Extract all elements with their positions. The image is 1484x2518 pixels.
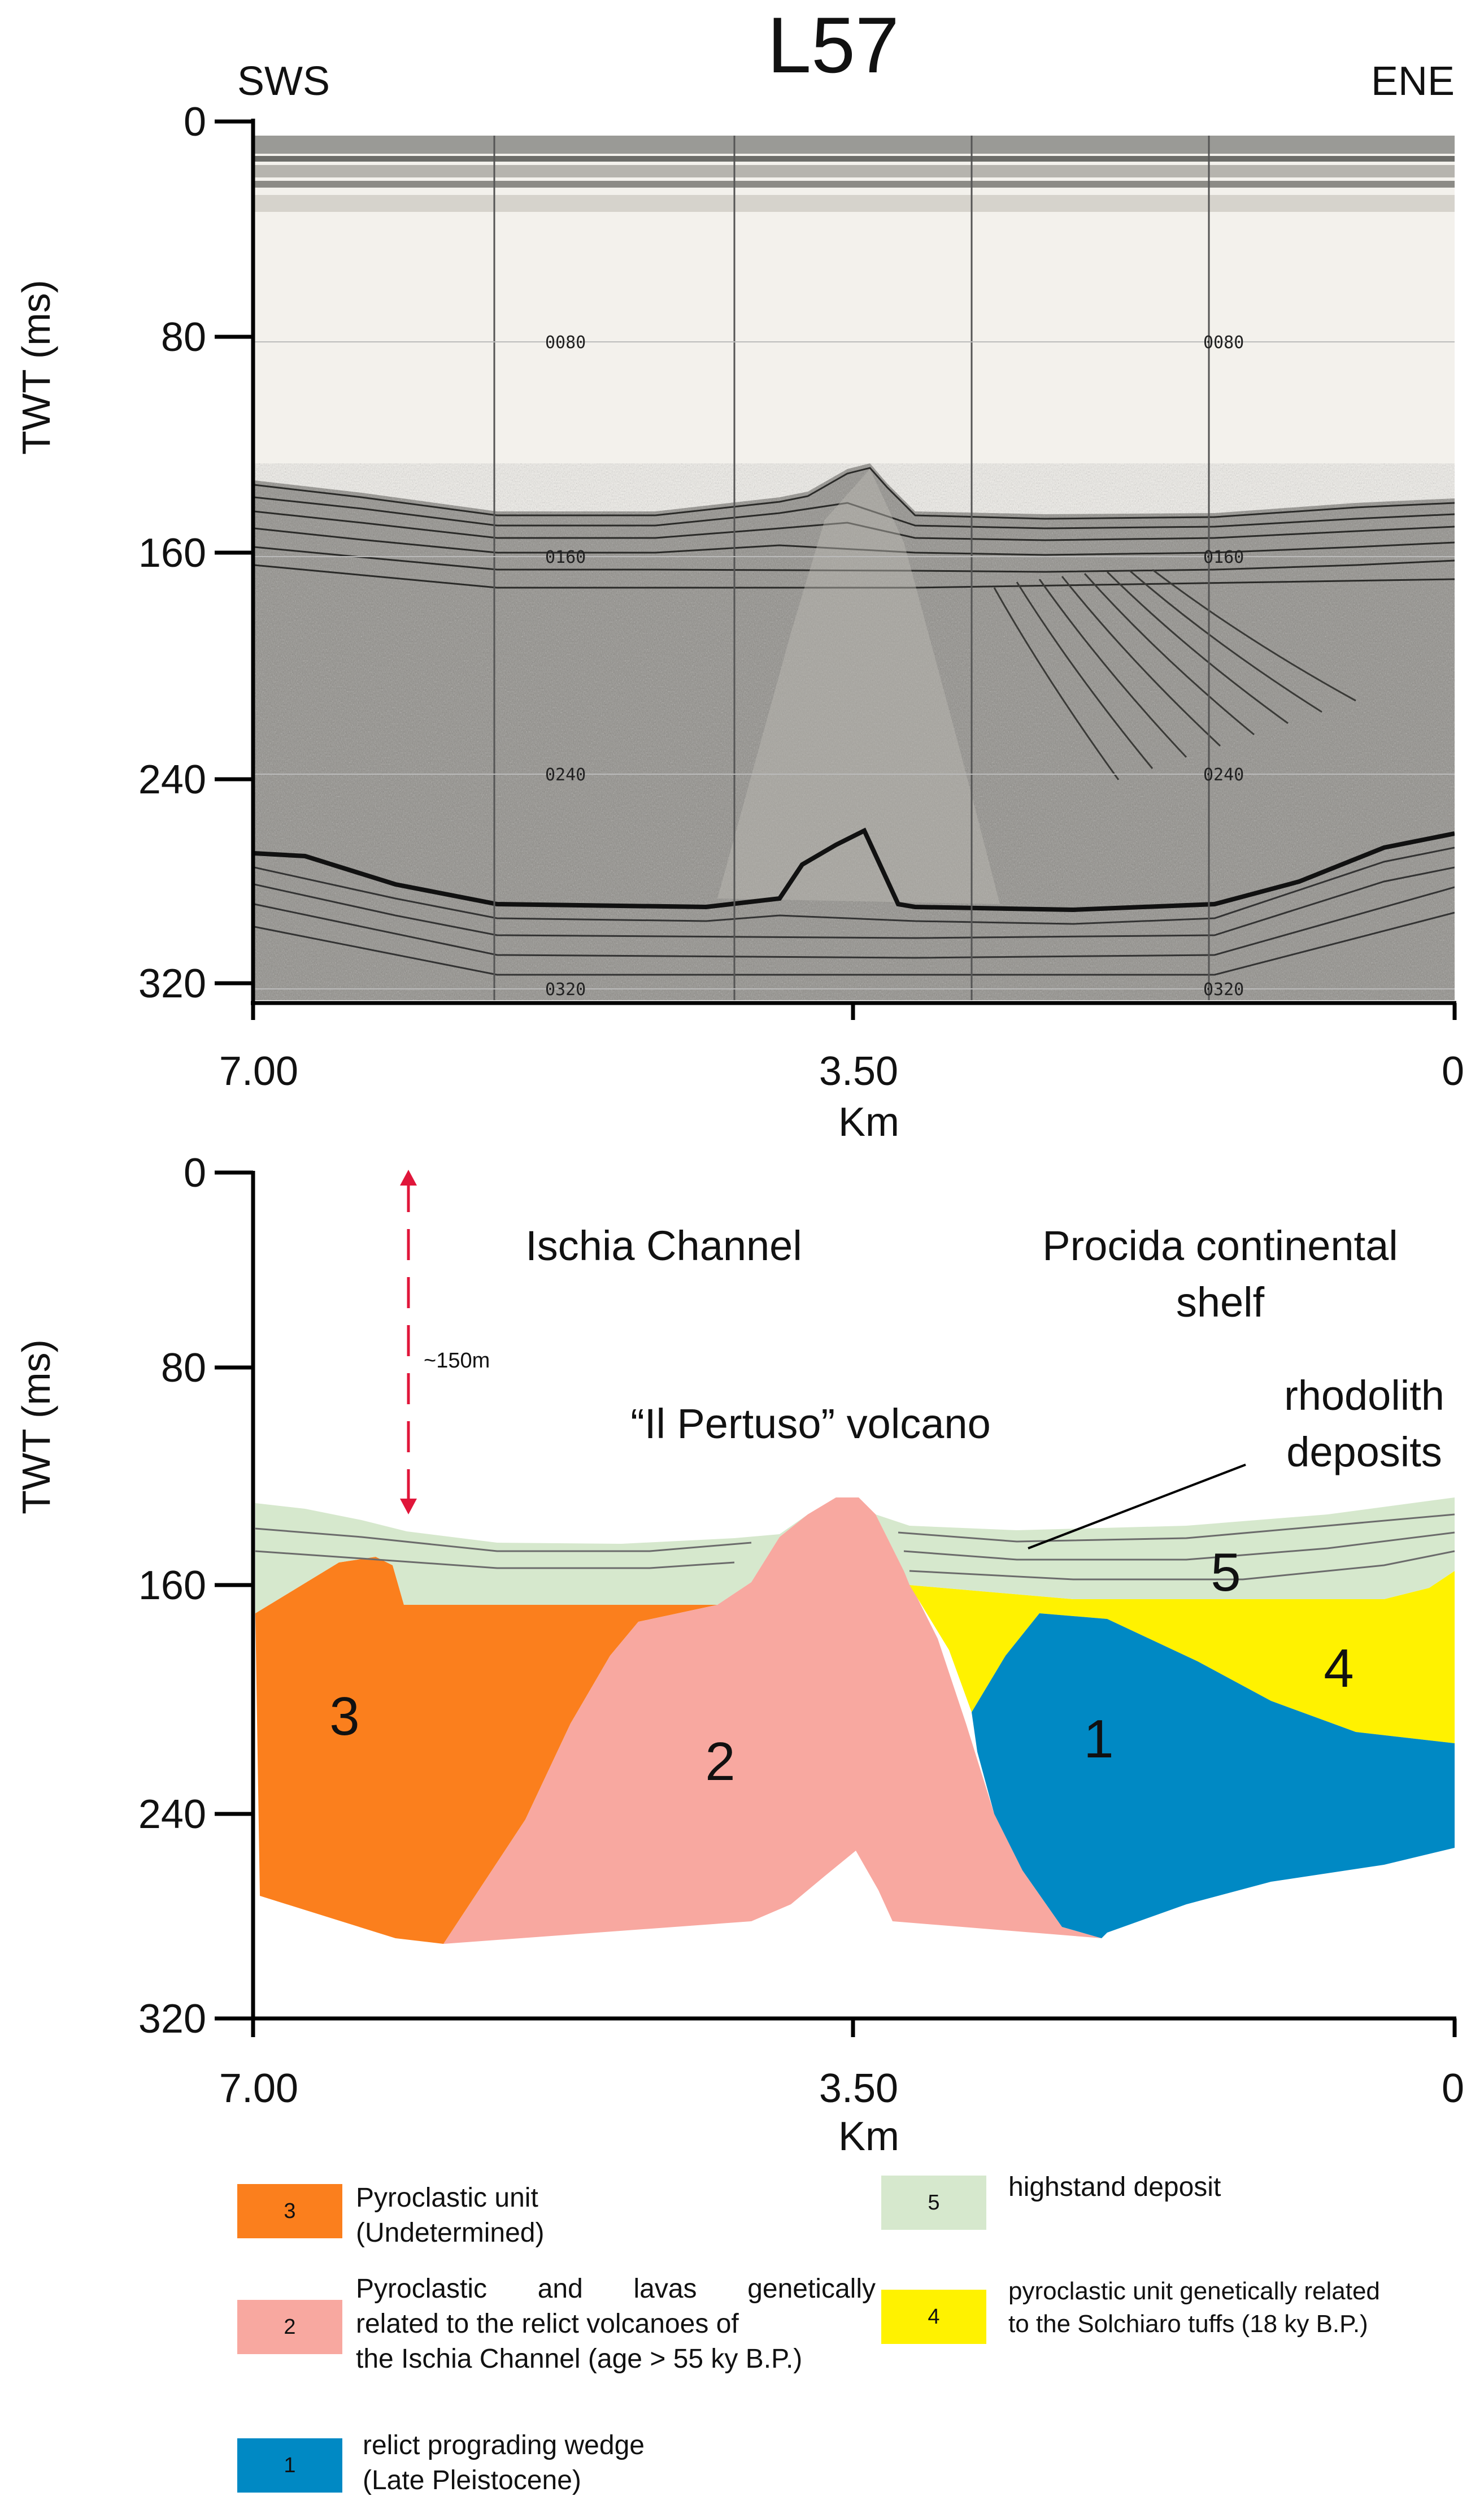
x-axis-label: Km	[838, 1100, 899, 1145]
seismic-annotation: 0240	[1203, 765, 1244, 785]
unit-number-label: 5	[1211, 1542, 1241, 1603]
legend-text: Pyroclastic and lavas genetically relate…	[356, 2272, 876, 2377]
legend-swatch: 2	[237, 2300, 342, 2354]
seismic-image: 0080 0080 0160 0160 0240 0240 0320 0320	[254, 136, 1455, 1000]
procida-shelf-label: Procida continental	[1042, 1222, 1398, 1269]
unit-number-label: 4	[1324, 1638, 1354, 1699]
seismic-annotation: 0320	[545, 980, 586, 1000]
y-axis-label: TWT (ms)	[14, 1339, 58, 1514]
rhodolith-label: deposits	[1286, 1429, 1442, 1475]
unit-1-region	[972, 1613, 1455, 1938]
seismic-annotation: 0080	[1203, 333, 1244, 353]
unit-2-region	[443, 1497, 1102, 1944]
legend-text: pyroclastic unit genetically related to …	[1008, 2275, 1483, 2341]
y-tick-label: 80	[161, 1345, 206, 1391]
legend-swatch-number: 1	[284, 2453, 296, 2477]
legend-text-line: related to the relict volcanoes of	[356, 2309, 739, 2339]
legend-text-line: (Undetermined)	[356, 2218, 545, 2248]
legend-text-line: highstand deposit	[1008, 2172, 1221, 2202]
seismic-annotation: 0240	[545, 765, 586, 785]
unit-number-label: 1	[1083, 1709, 1113, 1769]
seismic-basement-reflector	[254, 827, 1455, 913]
unit-5-region	[255, 1497, 1455, 1613]
legend-text-line: to the Solchiaro tuffs (18 ky B.P.)	[1008, 2310, 1368, 2338]
legend-text-line: the Ischia Channel (age > 55 ky B.P.)	[356, 2344, 803, 2374]
y-tick-label: 0	[184, 1151, 206, 1196]
legend-swatch: 3	[237, 2184, 342, 2238]
y-tick-label: 320	[138, 961, 206, 1006]
legend-text-line: relict prograding wedge	[363, 2430, 645, 2460]
legend-swatch-number: 2	[284, 2315, 296, 2339]
y-tick-label: 240	[138, 1792, 206, 1837]
legend-swatch: 5	[881, 2176, 986, 2230]
seismic-annotation: 0160	[545, 548, 586, 567]
legend-text: relict prograding wedge (Late Pleistocen…	[363, 2428, 871, 2498]
direction-right-label: ENE	[1371, 59, 1455, 104]
x-tick-label: 3.50	[819, 2066, 898, 2111]
unit-number-label: 3	[329, 1686, 359, 1747]
legend-text-line: Pyroclastic unit	[356, 2183, 538, 2213]
y-tick-label: 160	[138, 531, 206, 576]
profile-title: L57	[767, 1, 899, 89]
procida-shelf-label: shelf	[1176, 1279, 1265, 1326]
legend-swatch-number: 4	[928, 2304, 940, 2329]
x-tick-label: 7.00	[219, 2066, 298, 2111]
legend-text: Pyroclastic unit (Undetermined)	[356, 2181, 864, 2251]
interpretation-units	[255, 1497, 1455, 1944]
x-axis-label: Km	[838, 2114, 899, 2159]
top-axes	[215, 119, 1457, 1020]
legend-text-line: Pyroclastic and lavas genetically	[356, 2274, 876, 2304]
bottom-axes	[215, 1170, 1457, 2037]
y-tick-label: 0	[184, 99, 206, 145]
legend-swatch: 4	[881, 2290, 986, 2344]
y-axis-label: TWT (ms)	[14, 280, 58, 455]
ischia-channel-label: Ischia Channel	[525, 1222, 802, 1269]
x-tick-label: 3.50	[819, 1049, 898, 1094]
legend-swatch: 1	[237, 2438, 342, 2493]
unit-3-region	[255, 1557, 717, 1944]
legend-text-line: pyroclastic unit genetically related	[1008, 2277, 1380, 2305]
x-tick-label: 0	[1442, 2066, 1464, 2111]
legend-text: highstand deposit	[1008, 2170, 1460, 2205]
rhodolith-label: rhodolith	[1284, 1372, 1444, 1419]
y-tick-label: 80	[161, 315, 206, 360]
seismic-annotation: 0160	[1203, 548, 1244, 567]
depth-label: ~150m	[424, 1349, 490, 1373]
direction-left-label: SWS	[237, 59, 330, 104]
legend-text-line: (Late Pleistocene)	[363, 2465, 581, 2495]
rhodolith-leader-line	[1028, 1464, 1246, 1549]
unit-4-region	[909, 1571, 1455, 1743]
volcano-label: “Il Pertuso” volcano	[630, 1400, 991, 1447]
y-tick-label: 320	[138, 1996, 206, 2042]
legend-swatch-number: 3	[284, 2199, 296, 2223]
seismic-annotation: 0320	[1203, 980, 1244, 1000]
legend-swatch-number: 5	[928, 2190, 940, 2215]
unit-number-label: 2	[705, 1731, 735, 1792]
seismic-annotation: 0080	[545, 333, 586, 353]
x-tick-label: 7.00	[219, 1049, 298, 1094]
y-tick-label: 240	[138, 757, 206, 802]
depth-arrow	[400, 1170, 417, 1514]
x-tick-label: 0	[1442, 1049, 1464, 1094]
y-tick-label: 160	[138, 1563, 206, 1608]
